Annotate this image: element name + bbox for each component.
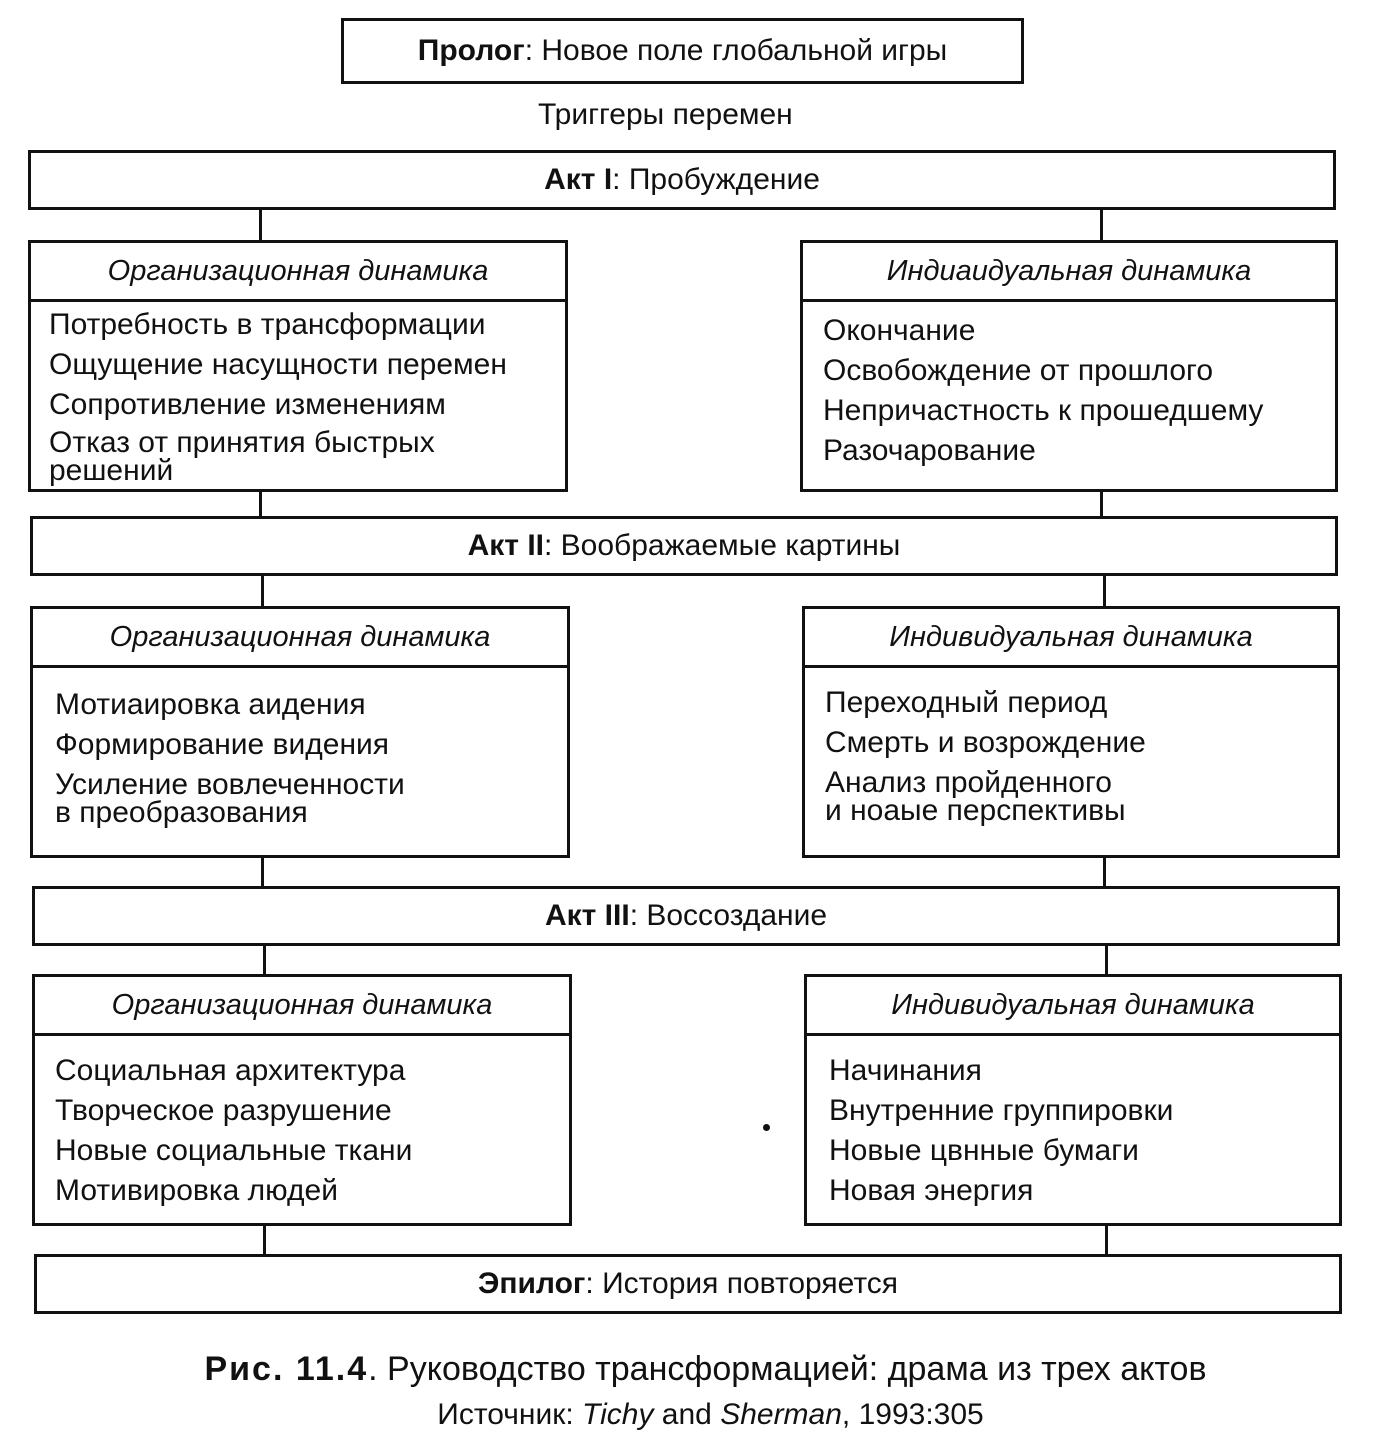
connector xyxy=(1105,1224,1108,1256)
act-2-label: Акт II xyxy=(467,529,544,562)
act-1-ind-panel: Индиаидуальная динамика Окончание Освобо… xyxy=(800,240,1338,492)
list-item: Сопротивление изменениям xyxy=(49,388,446,421)
figure-label: Рис. 11.4 xyxy=(204,1350,369,1388)
triggers-label: Триггеры перемен xyxy=(538,98,793,131)
prologue-title: : Новое поле глобальной игры xyxy=(524,34,948,67)
act-1-label: Акт I xyxy=(544,163,613,196)
list-item: Мотиаировка аидения xyxy=(55,688,366,721)
act-1-bar: Акт I: Пробуждение xyxy=(28,150,1336,210)
source-author-1: Tichy xyxy=(582,1398,654,1431)
list-item: решений xyxy=(49,454,174,487)
list-item: Социальная архитектура xyxy=(55,1054,406,1087)
epilogue-text: Эпилог: История повторяется xyxy=(37,1257,1339,1311)
connector xyxy=(263,946,266,976)
act-3-org-panel: Организационная динамика Социальная архи… xyxy=(32,974,572,1226)
epilogue-title: : История повторяется xyxy=(585,1267,898,1300)
act-2-ind-header: Индивидуальная динамика xyxy=(805,609,1337,668)
list-item: Новые социальные ткани xyxy=(55,1134,413,1167)
act-2-title: : Воображаемые картины xyxy=(544,529,901,562)
act-1-ind-header: Индиаидуальная динамика xyxy=(803,243,1335,302)
source-year: , 1993:305 xyxy=(841,1398,984,1431)
list-item: в преобразования xyxy=(55,796,308,829)
list-item: Мотивировка людей xyxy=(55,1174,338,1207)
act-3-ind-panel: Индивидуальная динамика Начинания Внутре… xyxy=(804,974,1342,1226)
connector xyxy=(259,210,262,242)
act-2-bar: Акт II: Воображаемые картины xyxy=(30,516,1338,576)
act-3-text: Акт III: Воссоздание xyxy=(35,889,1337,943)
list-item: Смерть и возрождение xyxy=(825,726,1146,759)
list-item: Отказ от принятия быстрых xyxy=(49,426,435,459)
act-3-org-list: Социальная архитектура Творческое разруш… xyxy=(55,1051,565,1211)
act-3-label: Акт III xyxy=(544,899,630,932)
act-1-org-header: Организационная динамика xyxy=(31,243,565,302)
act-3-title: : Воссоздание xyxy=(629,899,828,932)
act-1-org-panel: Организационная динамика Потребность в т… xyxy=(28,240,568,492)
act-1-title: : Пробуждение xyxy=(612,163,820,196)
source-and: and xyxy=(653,1398,721,1431)
list-item: Формирование видения xyxy=(55,728,390,761)
list-item: Окончание xyxy=(823,314,976,347)
list-item: Освобождение от прошлого xyxy=(823,354,1214,387)
list-item: Новые цвнные бумаги xyxy=(829,1134,1139,1167)
act-2-org-panel: Организационная динамика Мотиаировка аид… xyxy=(30,606,570,858)
connector xyxy=(259,490,262,518)
list-item: Новая энергия xyxy=(829,1174,1034,1207)
connector xyxy=(1100,490,1103,518)
source-author-2: Sherman xyxy=(720,1398,842,1431)
act-2-text: Акт II: Воображаемые картины xyxy=(33,519,1335,573)
act-3-ind-list: Начинания Внутренние группировки Новые ц… xyxy=(829,1051,1335,1211)
list-item: Усиление вовлеченности xyxy=(55,768,405,801)
connector xyxy=(1103,856,1106,888)
figure-source: Источник: Tichy and Sherman, 1993:305 xyxy=(0,1398,1391,1432)
prologue-text: Пролог: Новое поле глобальной игры xyxy=(344,21,1021,81)
figure-title: . Руководство трансформацией: драма из т… xyxy=(368,1350,1207,1388)
list-item: Внутренние группировки xyxy=(829,1094,1174,1127)
connector xyxy=(263,1224,266,1256)
act-3-org-header: Организационная динамика xyxy=(35,977,569,1036)
figure-caption: Рис. 11.4. Руководство трансформацией: д… xyxy=(0,1350,1391,1389)
act-2-ind-list: Переходный период Смерть и возрождение А… xyxy=(825,683,1333,827)
prologue-box: Пролог: Новое поле глобальной игры xyxy=(341,18,1024,84)
list-item: Переходный период xyxy=(825,686,1108,719)
list-item: Творческое разрушение xyxy=(55,1094,392,1127)
act-3-ind-header: Индивидуальная динамика xyxy=(807,977,1339,1036)
connector xyxy=(1105,946,1108,976)
act-1-org-list: Потребность в трансформации Ощущение нас… xyxy=(49,305,561,487)
list-item: Непричастность к прошедшему xyxy=(823,394,1264,427)
stray-dot xyxy=(763,1124,770,1131)
connector xyxy=(261,856,264,888)
connector xyxy=(1103,576,1106,608)
list-item: Ощущение насущности перемен xyxy=(49,348,507,381)
act-2-org-header: Организационная динамика xyxy=(33,609,567,668)
act-1-ind-list: Окончание Освобождение от прошлого Непри… xyxy=(823,311,1331,471)
list-item: и ноаые перспективы xyxy=(825,794,1126,827)
act-2-ind-panel: Индивидуальная динамика Переходный перио… xyxy=(802,606,1340,858)
list-item: Начинания xyxy=(829,1054,982,1087)
list-item: Потребность в трансформации xyxy=(49,308,486,341)
connector xyxy=(261,576,264,608)
list-item: Разочарование xyxy=(823,434,1036,467)
epilogue-label: Эпилог xyxy=(478,1267,586,1300)
prologue-label: Пролог xyxy=(417,34,525,67)
act-2-org-list: Мотиаировка аидения Формирование видения… xyxy=(55,685,563,829)
act-3-bar: Акт III: Воссоздание xyxy=(32,886,1340,946)
connector xyxy=(1100,210,1103,242)
epilogue-bar: Эпилог: История повторяется xyxy=(34,1254,1342,1314)
act-1-text: Акт I: Пробуждение xyxy=(31,153,1333,207)
source-prefix: Источник: xyxy=(437,1398,583,1431)
list-item: Анализ пройденного xyxy=(825,766,1112,799)
